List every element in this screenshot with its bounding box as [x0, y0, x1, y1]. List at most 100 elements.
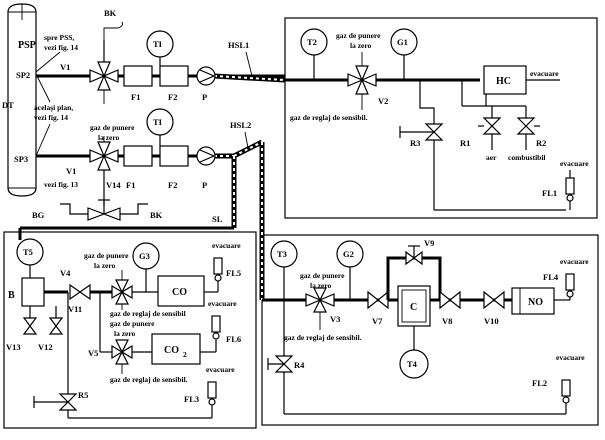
la-zero-v1-label: la zero	[98, 133, 120, 142]
r4-regulator[interactable]	[267, 355, 294, 373]
v13-label: V13	[6, 342, 21, 352]
v14-valve[interactable]	[87, 199, 121, 221]
la-zero-v3-label: la zero	[310, 281, 332, 290]
hsl1-label: HSL1	[228, 40, 249, 50]
gaz-reglaj-co-label: gaz de reglaj de sensibil	[110, 309, 186, 318]
p-top-label: P	[202, 92, 207, 102]
fl3-label: FL3	[184, 394, 199, 404]
sp2-label: SP2	[16, 70, 30, 80]
filter-f1-mid	[123, 145, 153, 167]
t2-label: T2	[307, 37, 317, 47]
evacuare-fl4-label: evacuare	[560, 257, 589, 266]
v4-label: V4	[60, 268, 71, 278]
b-heated-block	[21, 277, 45, 307]
co2-label: CO	[164, 345, 179, 356]
v12-valve[interactable]	[48, 306, 64, 335]
ti-top-gauge	[146, 30, 174, 66]
fl6-label: FL6	[226, 334, 241, 344]
v9-label: V9	[424, 238, 434, 248]
fl3-flowmeter	[207, 381, 217, 418]
g1-label: G1	[397, 37, 408, 47]
v5-label: V5	[88, 348, 98, 358]
f1-mid-label: F1	[126, 180, 135, 190]
fl1-flowmeter	[565, 170, 575, 210]
sampling-probe	[7, 3, 37, 197]
co2-analyzer	[151, 333, 201, 365]
v5-valve[interactable]	[111, 339, 133, 365]
fl4-flowmeter	[565, 273, 575, 300]
t3-gauge	[270, 240, 298, 300]
filter-f1-top	[123, 65, 153, 87]
la-zero-co-label: la zero	[94, 261, 116, 270]
fl6-flowmeter	[211, 315, 221, 352]
evacuare-fl5-label: evacuare	[212, 241, 241, 250]
la-zero-co2-label: la zero	[114, 329, 136, 338]
bg-label: BG	[32, 210, 45, 220]
ti-mid-label: TI	[153, 117, 163, 127]
psp-label: PSP	[18, 40, 36, 51]
v3-valve[interactable]	[305, 287, 335, 313]
no-label: NO	[528, 297, 543, 308]
v13-valve[interactable]	[22, 306, 38, 335]
r2-label: R2	[536, 138, 546, 148]
nox-analyzer-enclosure	[261, 234, 599, 426]
pump-top[interactable]	[196, 66, 216, 86]
co-co2-analyzer-enclosure	[3, 231, 257, 429]
v2-label: V2	[378, 96, 388, 106]
f1-top-label: F1	[131, 92, 140, 102]
fl2-label: FL2	[532, 378, 547, 388]
c-label: C	[410, 302, 417, 313]
v7-valve[interactable]	[367, 290, 389, 310]
t5-label: T5	[23, 247, 33, 257]
v8-label: V8	[442, 316, 452, 326]
filter-f2-top	[159, 65, 189, 87]
bk-bottom-label: BK	[150, 210, 163, 220]
t4-gauge	[399, 349, 429, 379]
hsl2-label: HSL2	[230, 120, 251, 130]
v8-valve[interactable]	[439, 290, 461, 310]
pump-mid[interactable]	[196, 146, 216, 166]
g3-gauge	[132, 242, 160, 292]
v1-mid-label: V1	[66, 166, 76, 176]
filter-f2-mid	[159, 145, 189, 167]
r1-regulator[interactable]	[478, 106, 502, 150]
evacuare-hc-label: evacuare	[530, 69, 559, 78]
fl4-label: FL4	[543, 272, 559, 282]
f2-mid-label: F2	[168, 180, 177, 190]
g2-label: G2	[343, 249, 354, 259]
r4-label: R4	[294, 360, 305, 370]
fl5-flowmeter	[213, 257, 223, 292]
r5-regulator[interactable]	[33, 393, 78, 411]
v2-valve[interactable]	[347, 65, 377, 95]
t3-label: T3	[277, 249, 287, 259]
r3-regulator[interactable]	[399, 123, 444, 141]
spre-pss-label: spre PSS,	[44, 33, 74, 42]
evacuare-fl6-label: evacuare	[208, 299, 237, 308]
evacuare-fl1-label: evacuare	[560, 159, 589, 168]
fl5-label: FL5	[226, 268, 241, 278]
p-mid-label: P	[202, 180, 207, 190]
v1-mid-valve[interactable]	[89, 141, 119, 171]
no-analyzer	[511, 287, 555, 315]
sl-label: SL	[212, 214, 223, 224]
v4-valve[interactable]	[111, 279, 133, 305]
f2-top-label: F2	[168, 92, 177, 102]
evacuare-fl2-label: evacuare	[556, 353, 585, 362]
v14-label: V14	[106, 180, 121, 190]
fl1-label: FL1	[542, 188, 557, 198]
v11-valve[interactable]	[69, 283, 91, 301]
v1-top-valve[interactable]	[89, 40, 119, 91]
v10-label: V10	[484, 316, 499, 326]
gaz-reglaj-v3-label: gaz de reglaj de sensibil.	[284, 333, 362, 342]
t5-gauge	[16, 238, 44, 278]
v10-valve[interactable]	[483, 290, 505, 310]
r2-regulator[interactable]	[516, 106, 540, 150]
gaz-punere-co2-label: gaz de punere	[110, 319, 155, 328]
gaz-punere-v2-label: gaz de punere	[336, 31, 381, 40]
vezi-fig13-label: vezi fig. 13	[44, 180, 78, 189]
v9-valve[interactable]	[405, 245, 423, 266]
vezi-fig14-label-a: vezi fig. 14	[44, 43, 78, 52]
v12-label: V12	[38, 342, 53, 352]
v1-top-label: V1	[60, 62, 70, 72]
